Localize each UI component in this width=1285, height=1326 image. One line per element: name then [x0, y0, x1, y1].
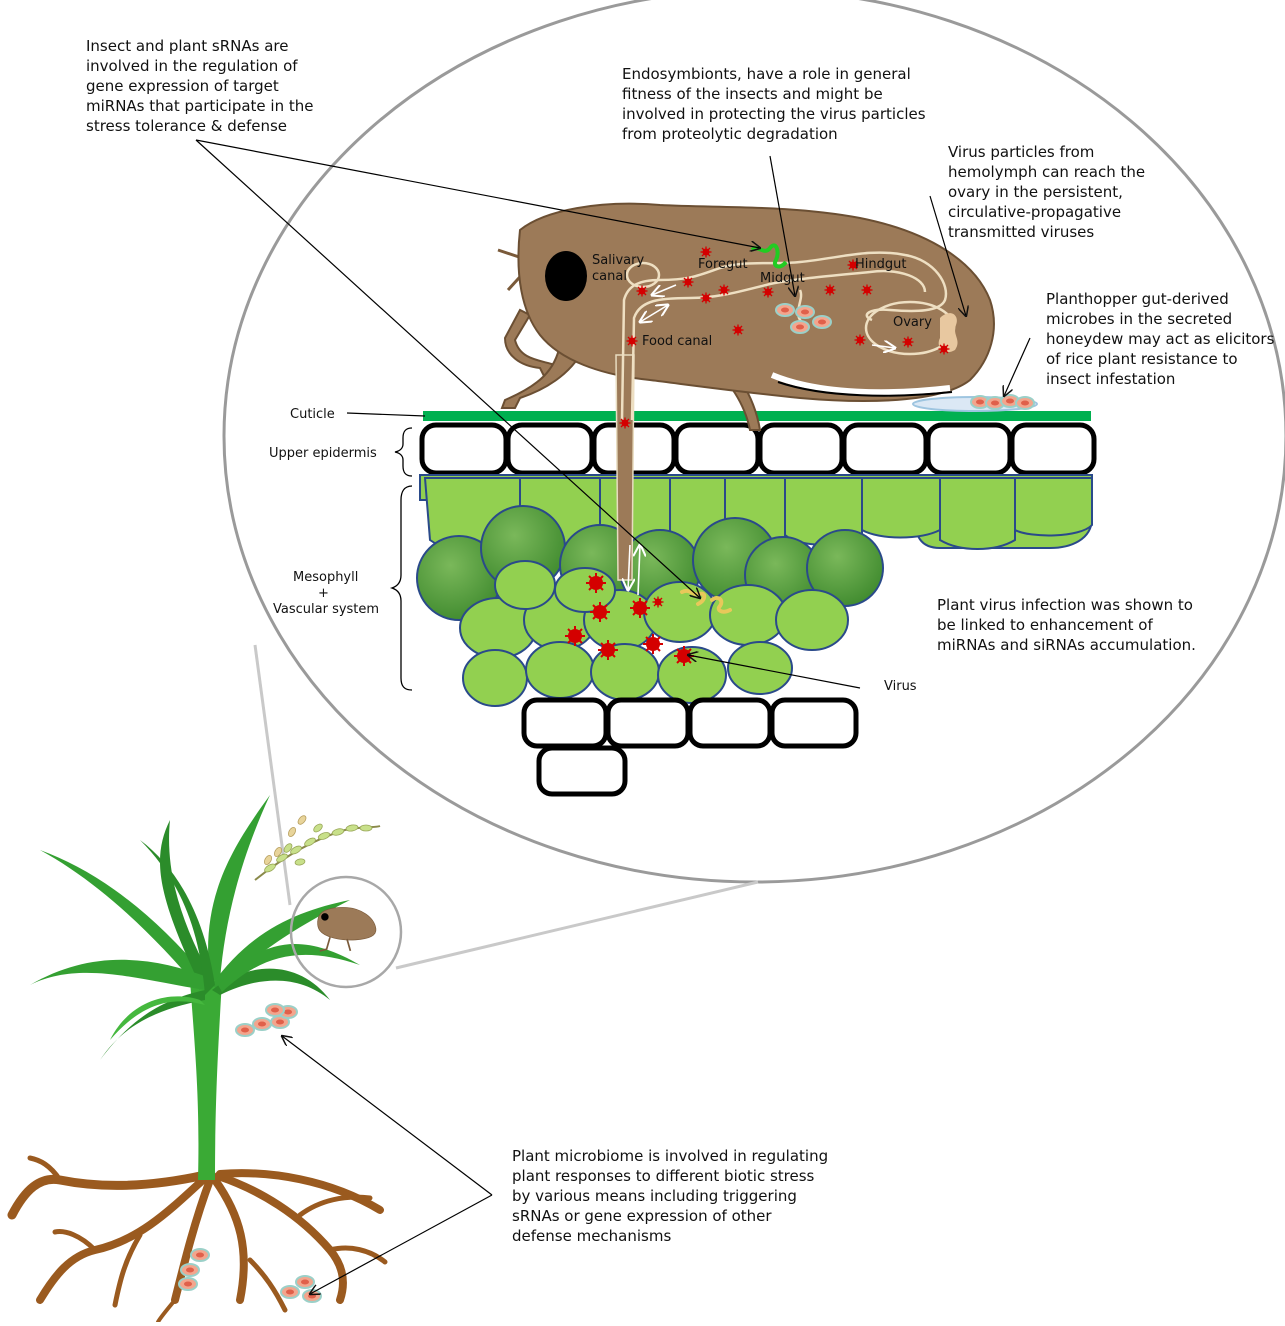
rice-plant: [12, 795, 385, 1322]
annotation-virus-hemolymph: Virus particles from hemolymph can reach…: [948, 142, 1168, 242]
annotation-insect-plant-srnas: Insect and plant sRNAs are involved in t…: [86, 36, 326, 136]
layer-braces: [392, 428, 412, 690]
root-microbes: [179, 1249, 321, 1302]
label-virus: Virus: [884, 679, 917, 694]
lower-epidermis-cells: [524, 700, 856, 794]
annotation-endosymbionts: Endosymbionts, have a role in general fi…: [622, 64, 932, 144]
annotation-plant-virus-infection: Plant virus infection was shown to be li…: [937, 595, 1207, 655]
label-food-canal: Food canal: [642, 334, 712, 349]
zoom-connector-line: [396, 882, 758, 968]
label-plus: +: [318, 586, 329, 601]
rice-panicle: [255, 814, 380, 880]
annotation-planthopper-microbes: Planthopper gut-derived microbes in the …: [1046, 289, 1282, 389]
small-planthopper: [318, 907, 376, 950]
label-hindgut: Hindgut: [855, 257, 906, 272]
label-upper-epidermis: Upper epidermis: [269, 446, 377, 461]
label-mesophyll: Mesophyll: [293, 570, 358, 585]
upper-epidermis-cells: [422, 425, 1094, 473]
label-foregut: Foregut: [698, 257, 748, 272]
honeydew-droplet: [913, 395, 1037, 411]
insect-stylet: [616, 355, 634, 580]
annotation-plant-microbiome: Plant microbiome is involved in regulati…: [512, 1146, 842, 1246]
label-cuticle: Cuticle: [290, 407, 335, 422]
label-ovary: Ovary: [893, 315, 932, 330]
plant-stem: [190, 980, 222, 1180]
insect-eye: [545, 251, 587, 301]
label-salivary: Salivary: [592, 253, 644, 268]
label-vascular-system: Vascular system: [273, 602, 379, 617]
label-midgut: Midgut: [760, 271, 805, 286]
plant-surface-microbes: [236, 1004, 297, 1036]
label-canal: canal: [592, 269, 627, 284]
plant-roots: [12, 1158, 385, 1322]
